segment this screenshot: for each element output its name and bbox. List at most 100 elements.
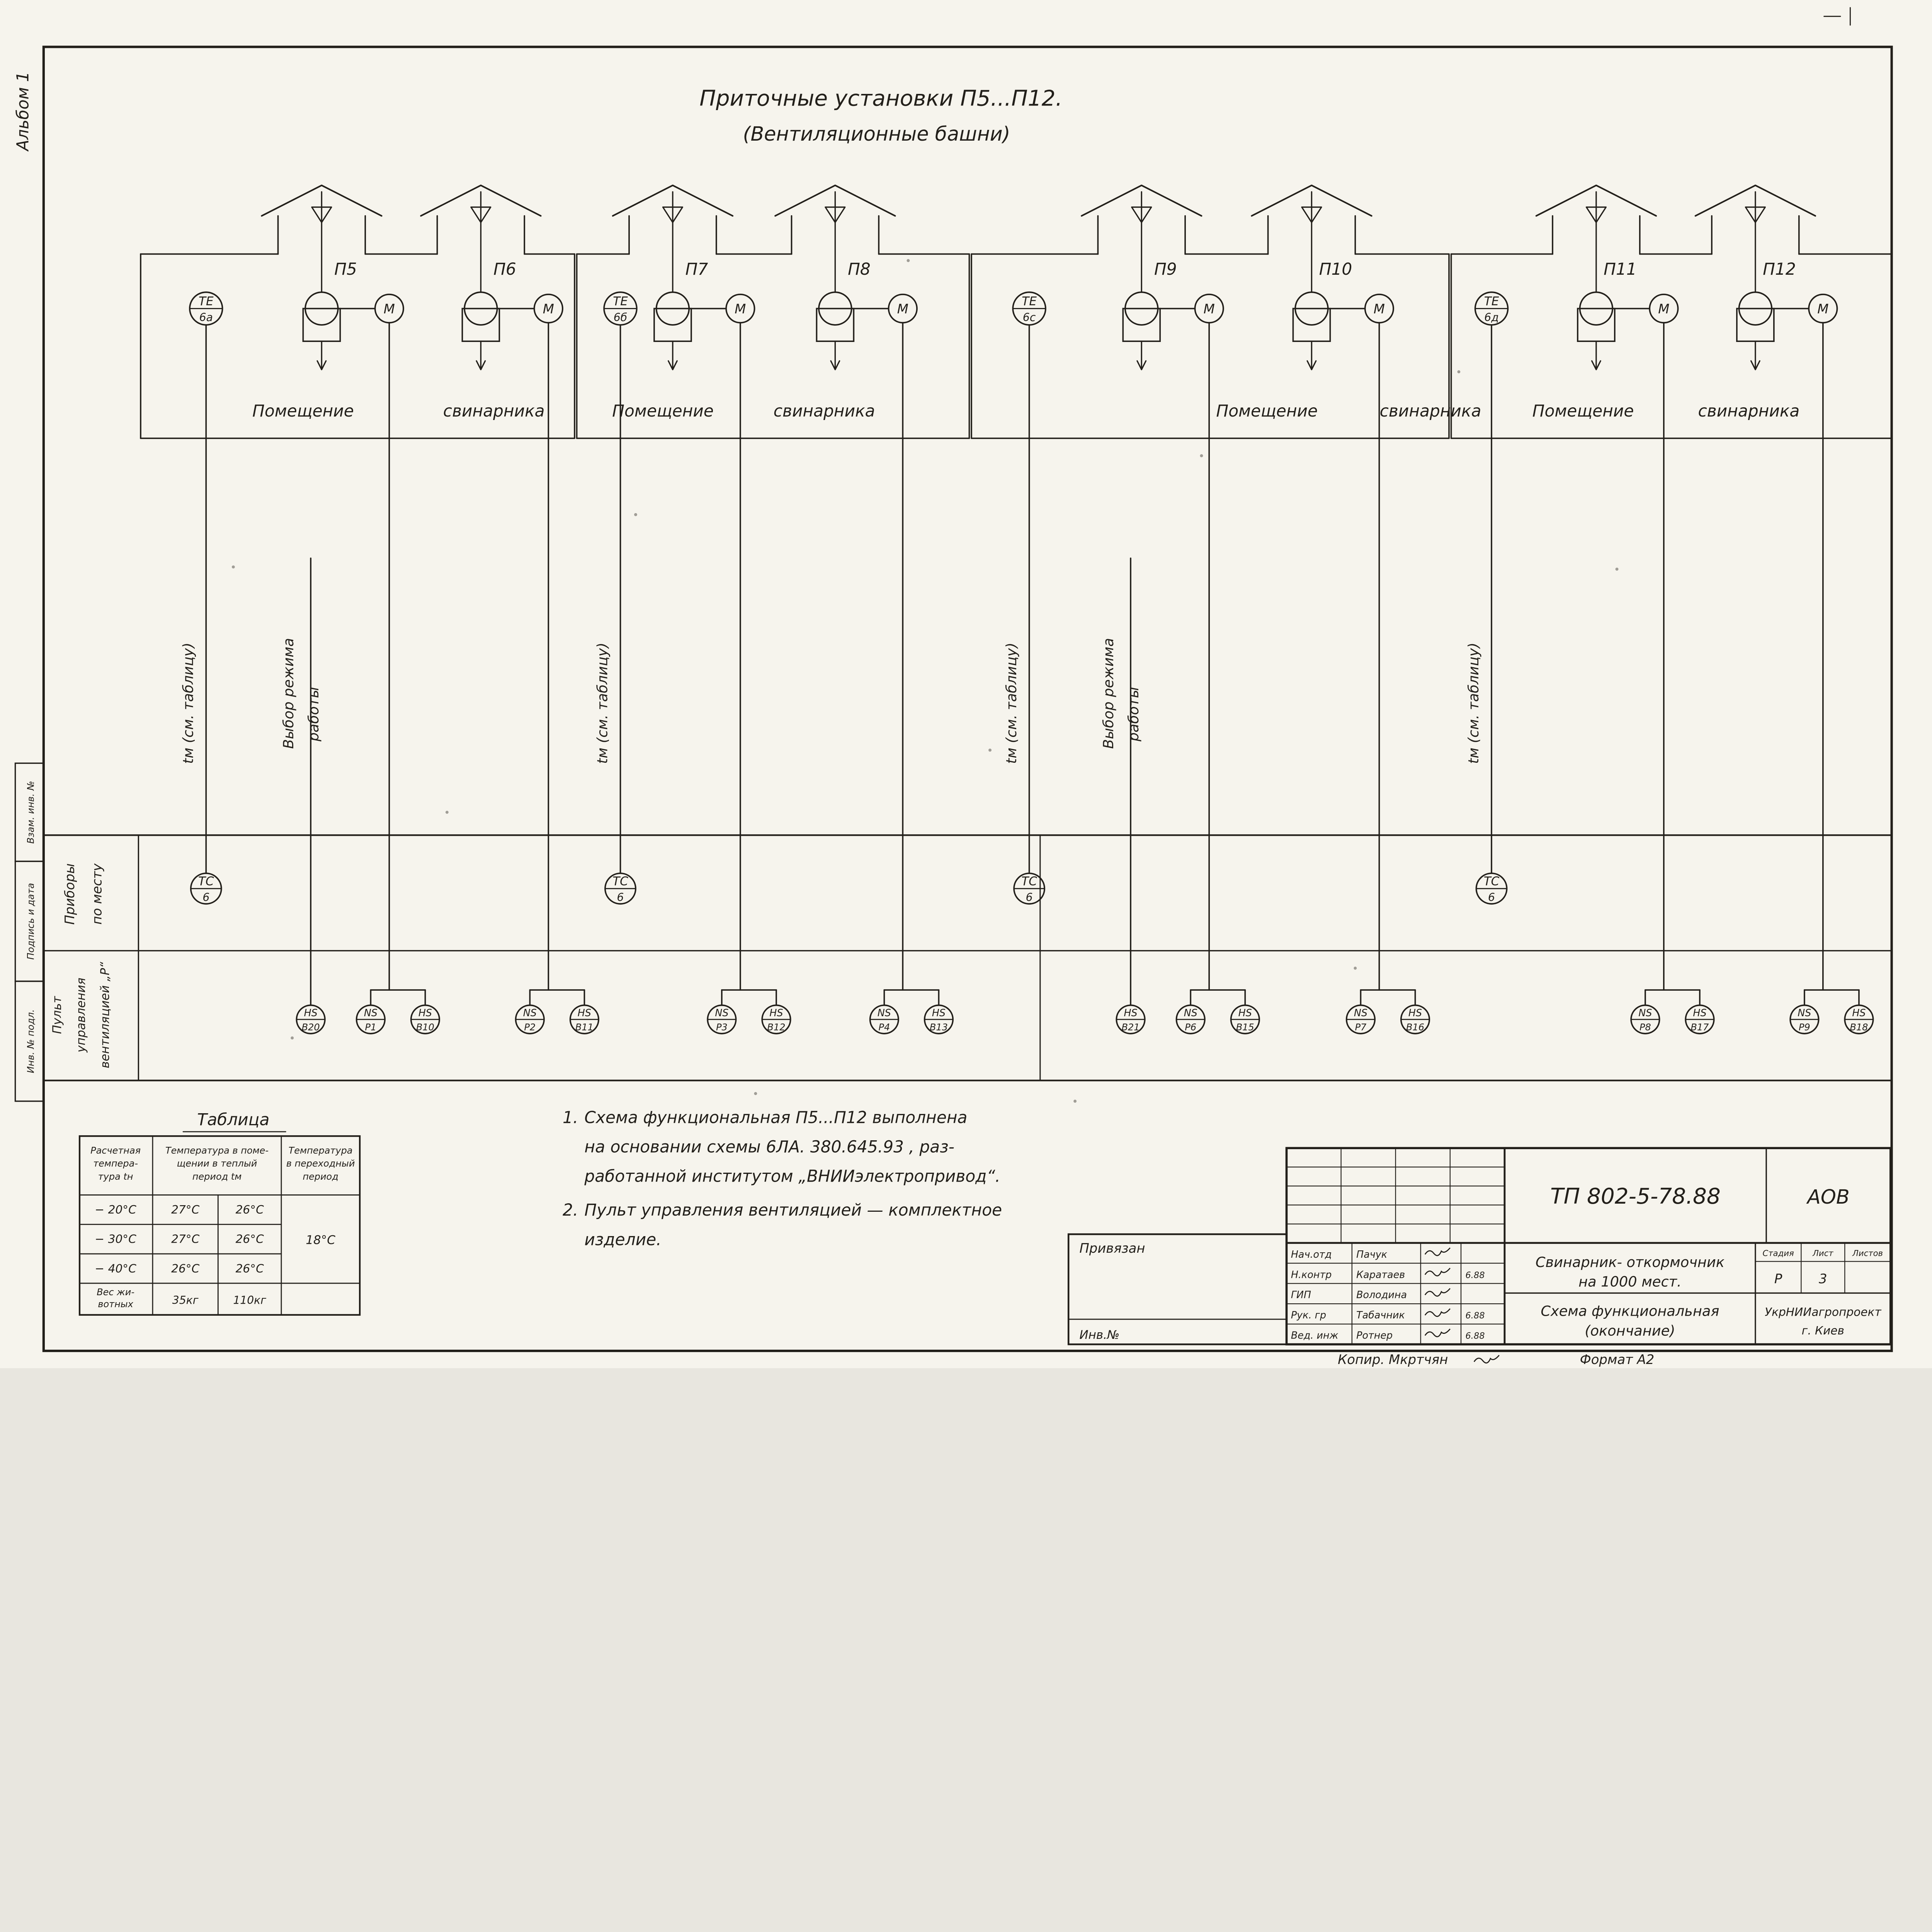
te-sensor-tag: ТЕ [1484,294,1499,308]
fan-outlet-arrowhead [316,360,327,371]
binding-label: Привязан [1079,1241,1145,1256]
room-label: Помещение [1216,401,1318,420]
sig-role: Вед. инж [1291,1330,1338,1341]
table-cell: 26°C [236,1233,264,1246]
table-header: щении в теплый [177,1158,257,1169]
org-name: г. Киев [1802,1324,1844,1337]
table-header: Температура [289,1145,353,1156]
sig-role: Нач.отд [1291,1248,1332,1260]
copy-label: Копир. Мкртчян [1338,1352,1448,1367]
motor-letter: М [543,301,554,316]
motor-letter: М [897,301,908,316]
tower-roof [1535,184,1657,217]
tc-indicator-tag: ТС [1021,874,1037,888]
unit-label: П8 [848,260,871,279]
hs-hand-switch-ref: В11 [575,1022,594,1032]
note-line: Схема функциональная П5...П12 выполнена [584,1108,967,1127]
motor-letter: М [384,301,395,316]
mode-ref-label: Выбор режима [1100,638,1117,749]
motor-letter: М [1204,301,1215,316]
table-cell: 26°C [236,1203,264,1216]
te-sensor-tag: ТЕ [613,294,628,308]
sig-date: 6.88 [1465,1311,1485,1321]
table-header: темпера- [93,1158,138,1169]
unit-label: П7 [685,260,708,279]
ns-start-switch-tag: NS [364,1007,378,1019]
mode-ref-label: Выбор режима [280,638,297,749]
note-line: работанной институтом „ВНИИэлектропривод… [584,1167,1000,1186]
row-label-panel: Пульт [50,996,64,1034]
hs-hand-switch-tag: HS [1693,1007,1706,1019]
object-name: на 1000 мест. [1578,1274,1682,1290]
intake-funnel [825,206,846,223]
paper-speck [1457,370,1461,374]
intake-funnel [662,206,684,223]
sig-name: Табачник [1356,1309,1405,1321]
ns-start-switch-tag: NS [1354,1007,1367,1019]
tc-indicator-ref: 6 [1026,891,1033,904]
table-border [78,1135,361,1316]
motor-letter: М [1817,301,1828,316]
hs-hand-switch-ref: В18 [1850,1022,1868,1032]
ns-start-switch-ref: Р7 [1355,1022,1367,1032]
fan-outlet-arrowhead [667,360,678,371]
format-label: Формат А2 [1580,1352,1655,1367]
signature-scribble [1424,1267,1451,1277]
room-label: Помещение [1532,401,1634,420]
paper-speck [291,1036,294,1040]
paper-speck [231,565,235,569]
hs-hand-switch-tag: HS [1852,1007,1866,1019]
hs-hand-switch-tag: HS [769,1007,783,1019]
tc-indicator-ref: 6 [202,891,209,904]
drawing-title-line2: (Вентиляционные башни) [743,122,1010,145]
ns-start-switch-ref: Р9 [1799,1022,1810,1032]
sig-date: 6.88 [1465,1270,1485,1280]
hs-hand-switch-ref: В12 [767,1022,786,1032]
fan-outlet-arrowhead [1136,360,1147,371]
fan-outlet-arrowhead [476,360,486,371]
hs-hand-switch-ref: В15 [1236,1022,1254,1032]
mode-ref-label: работы [1125,687,1142,742]
tc-indicator-tag: ТС [198,874,214,888]
paper-speck [906,259,910,262]
drawing-title-line1: Приточные установки П5...П12. [699,86,1062,111]
drawing-frame [42,46,1893,1352]
margin-cell-label: Подпись и дата [25,883,36,960]
table-cell: 27°C [171,1233,199,1246]
fan-outlet-arrowhead [1591,360,1601,371]
room-label: Помещение [252,401,354,420]
ns-start-switch-ref: Р4 [879,1022,890,1032]
paper-speck [754,1092,757,1095]
copy-signature [1473,1355,1500,1364]
ns-start-switch-tag: NS [523,1007,537,1019]
table-header: тура tн [98,1171,133,1182]
table-cell: 26°C [236,1262,264,1275]
tower-roof [261,184,383,217]
stage-value: 3 [1819,1271,1827,1286]
intake-funnel [311,206,332,223]
temp-ref-label: tм (см. таблицу) [1003,643,1020,764]
tc-indicator-tag: ТС [612,874,628,888]
table-header: Температура в поме- [165,1145,269,1156]
table-cell: 27°C [171,1203,199,1216]
scanned-drawing-page: { "colors": { "ink": "#221f1a", "paper":… [0,0,1932,1369]
ns-start-switch-ref: Р1 [365,1022,377,1032]
tc-indicator-ref: 6 [1488,891,1495,904]
unit-label: П6 [493,260,516,279]
signature-scribble [1424,1288,1451,1297]
margin-cell [14,980,44,1102]
fan-outlet-arrowhead [830,360,840,371]
stage-value: Р [1774,1271,1782,1286]
hs-hand-switch-tag: HS [932,1007,946,1019]
intake-funnel [1745,206,1766,223]
inv-number-label: Инв.№ [1079,1328,1119,1342]
unit-label: П11 [1604,260,1637,279]
motor-letter: М [1658,301,1669,316]
sig-role: ГИП [1291,1289,1311,1301]
sig-name: Ротнер [1356,1330,1393,1341]
te-sensor-ref: 6д [1484,311,1498,324]
fan-outlet-arrowhead [1306,360,1317,371]
temp-ref-label: tм (см. таблицу) [594,643,611,764]
mode-hs-switch-ref: В21 [1122,1022,1140,1032]
intake-funnel [1301,206,1322,223]
